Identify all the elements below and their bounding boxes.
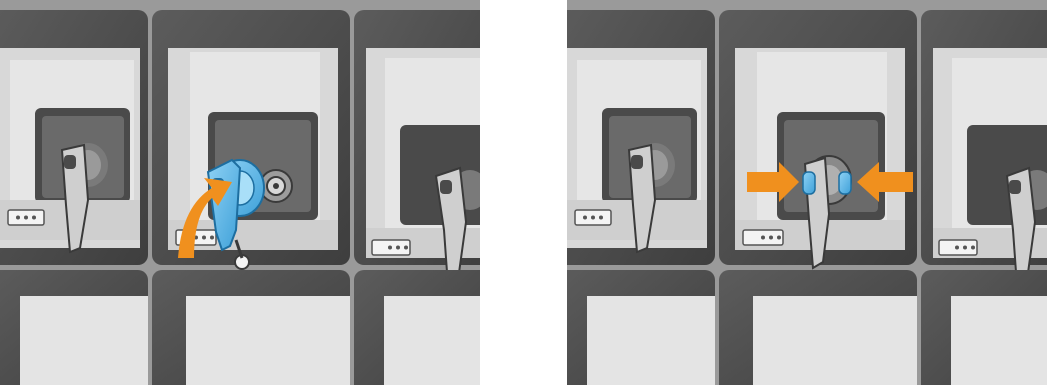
upper-cell-3: [354, 10, 480, 286]
printer-ink-bay-illustration: [567, 0, 1047, 385]
release-tab-right: [839, 172, 851, 194]
printer-ink-bay-illustration: [0, 0, 480, 385]
upper-cell-3: [921, 10, 1047, 286]
release-tab-left: [803, 172, 815, 194]
upper-cell-2: [152, 10, 350, 269]
upper-cell-1: [567, 10, 715, 265]
upper-cell-2: [719, 10, 917, 268]
lower-cells: [567, 270, 1047, 385]
illustration-panel-squeeze-release: [567, 0, 1047, 385]
lower-cells: [0, 270, 480, 385]
upper-cell-1: [0, 10, 148, 265]
illustration-panel-lift-latch: [0, 0, 480, 385]
